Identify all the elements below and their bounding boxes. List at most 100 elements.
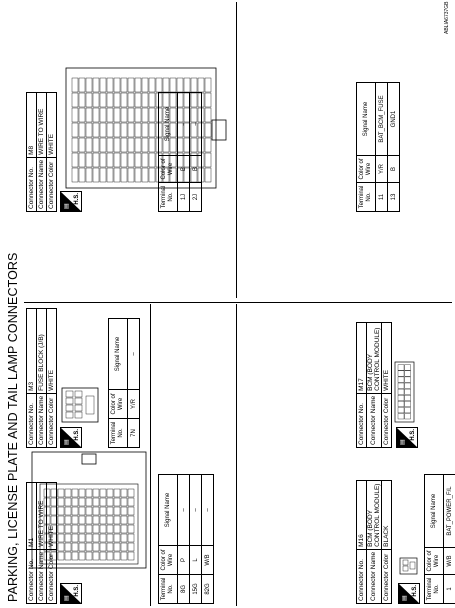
connector-pin: [64, 524, 72, 534]
connector-pin: [85, 107, 93, 123]
connector-pin: [404, 388, 411, 395]
connector-pin: [64, 488, 72, 498]
connector-pin: [197, 92, 205, 108]
m17-connector-no: M17: [356, 322, 367, 394]
connector-pin: [85, 122, 93, 138]
connector-pin: [85, 92, 93, 108]
connector-pin: [57, 488, 65, 498]
connector-pin: [190, 122, 198, 138]
connector-pin: [113, 107, 121, 123]
col-terminal: Terminal No.: [158, 182, 178, 212]
connector-pin: [190, 77, 198, 93]
hs-label: H.S.: [410, 429, 416, 441]
connector-pin: [120, 524, 128, 534]
terminal-cell: 15G: [189, 574, 202, 604]
connector-pin: [204, 167, 212, 183]
connector-pin: [78, 167, 86, 183]
connector-pin: [148, 107, 156, 123]
connector-no-label: Connector No.: [356, 393, 367, 448]
connector-pin: [85, 542, 93, 552]
connector-pin: [78, 506, 86, 516]
connector-pin: [113, 137, 121, 153]
connector-pin: [120, 515, 128, 525]
connector-pin: [141, 167, 149, 183]
connector-pin: [169, 92, 177, 108]
connector-pin: [127, 77, 135, 93]
connector-pin: [106, 92, 114, 108]
connector-pin: [71, 497, 79, 507]
connector-pin: [162, 77, 170, 93]
connector-pin: [64, 515, 72, 525]
connector-pin: [92, 137, 100, 153]
connector-pin: [197, 107, 205, 123]
col-terminal: Terminal No.: [158, 574, 178, 604]
col-color: Color of Wire: [424, 547, 444, 575]
connector-pin: [148, 122, 156, 138]
m16-connector-color: BLACK: [381, 480, 392, 550]
connector-name-label: Connector Name: [36, 157, 47, 212]
connector-pin: [99, 506, 107, 516]
connector-pin: [197, 77, 205, 93]
connector-name-label: Connector Name: [36, 393, 47, 448]
connector-pin: [162, 92, 170, 108]
connector-pin: [106, 152, 114, 168]
connector-pin: [92, 152, 100, 168]
connector-pin: [71, 122, 79, 138]
connector-no-label: Connector No.: [26, 393, 37, 448]
connector-pin: [113, 167, 121, 183]
connector-pin: [92, 92, 100, 108]
connector-pin: [92, 167, 100, 183]
m17-connector-name: BCM (BODY CONTROL MODULE): [366, 322, 382, 394]
connector-pin: [120, 77, 128, 93]
connector-pin: [148, 137, 156, 153]
connector-pin: [134, 77, 142, 93]
connector-pin: [120, 551, 128, 561]
connector-pin: [404, 407, 411, 414]
terminal-cell: 1: [443, 574, 455, 604]
connector-pin: [99, 122, 107, 138]
m8-connector-color: WHITE: [46, 92, 57, 158]
connector-pin: [85, 497, 93, 507]
m8-signal-table: Terminal No. Color of Wire Signal Name 1…: [158, 92, 202, 212]
connector-pin: [190, 137, 198, 153]
connector-pin: [155, 107, 163, 123]
connector-pin: [183, 152, 191, 168]
connector-pin: [99, 515, 107, 525]
connector-pin: [99, 542, 107, 552]
connector-pin: [197, 122, 205, 138]
connector-pin: [134, 122, 142, 138]
signal-cell: –: [177, 474, 190, 546]
connector-pin: [71, 524, 79, 534]
connector-pin: [78, 497, 86, 507]
connector-pin: [404, 395, 411, 401]
connector-color-label: Connector Color: [381, 549, 392, 604]
col-terminal: Terminal No.: [356, 182, 376, 212]
connector-pin: [176, 107, 184, 123]
connector-pin: [43, 488, 51, 498]
connector-pin: [78, 488, 86, 498]
connector-pin: [120, 506, 128, 516]
connector-pin: [404, 413, 411, 420]
connector-pin: [113, 122, 121, 138]
connector-pin: [85, 506, 93, 516]
connector-pin: [78, 524, 86, 534]
connector-pin: [99, 524, 107, 534]
connector-pin: [85, 524, 93, 534]
connector-pin: [43, 524, 51, 534]
connector-pin: [155, 77, 163, 93]
connector-pin: [120, 122, 128, 138]
m3-connector-color: WHITE: [46, 308, 57, 394]
connector-pin: [141, 77, 149, 93]
table-row: 13 B GND1: [387, 82, 400, 212]
connector-pin: [127, 167, 135, 183]
wire-cell: B: [387, 155, 400, 183]
connector-pin: [106, 524, 114, 534]
connector-pin: [92, 107, 100, 123]
connector-pin: [71, 137, 79, 153]
connector-pin: [106, 515, 114, 525]
connector-pin: [78, 152, 86, 168]
connector-pin: [71, 152, 79, 168]
